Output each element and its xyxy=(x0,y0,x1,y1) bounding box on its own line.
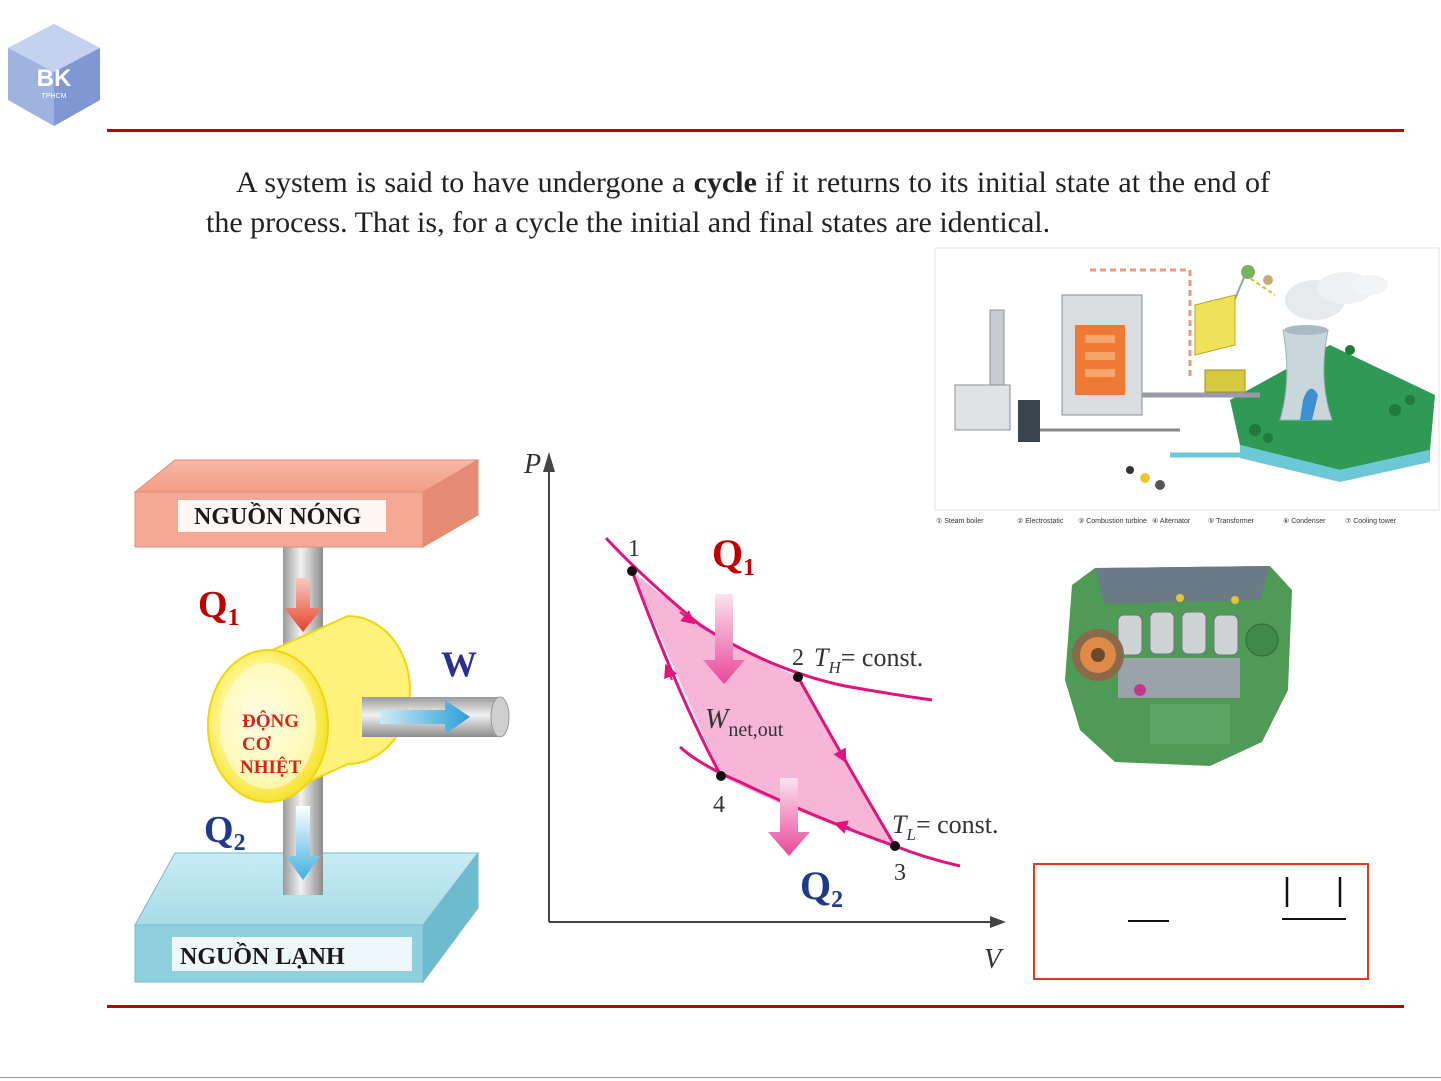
bk-logo: BK TPHCM xyxy=(8,24,100,126)
legend-item-5: ⑤ Transformer xyxy=(1208,517,1255,525)
efficiency-formula-box xyxy=(1033,863,1369,980)
logo-text: BK xyxy=(37,65,72,92)
hot-source-label: NGUỒN NÓNG xyxy=(194,503,362,530)
state-label-4: 4 xyxy=(713,792,725,818)
engine-q1-label: Q1 xyxy=(198,584,240,631)
q2-down-arrow xyxy=(286,806,320,880)
intro-before: A system is said to have undergone a xyxy=(236,166,694,199)
adiabat-right xyxy=(796,676,897,847)
heat-engine-diagram: NGUỒN LẠNH NGUỒN NÓNG ĐỘNG CƠ NHIỆT xyxy=(133,459,510,984)
engine-block-illustration xyxy=(1065,566,1292,766)
isotherm-th xyxy=(604,536,933,702)
state-label-3: 3 xyxy=(894,860,906,886)
pv-q1-arrow xyxy=(703,594,745,684)
intro-paragraph: A system is said to have undergone a cyc… xyxy=(206,163,1270,242)
th-const-label: TH= const. xyxy=(814,643,923,677)
heat-engine-cylinder: ĐỘNG CƠ NHIỆT xyxy=(207,614,411,803)
pv-q2-arrow xyxy=(768,778,810,856)
cold-source-label: NGUỒN LẠNH xyxy=(180,943,345,970)
wnet-label: Wnet,out xyxy=(705,704,784,741)
axis-v-label: V xyxy=(984,944,1004,975)
isotherm-tl xyxy=(678,745,961,868)
cycle-area xyxy=(632,571,895,846)
engine-label-line3: NHIỆT xyxy=(240,756,302,778)
legend-item-6: ⑥ Condenser xyxy=(1283,517,1326,525)
intro-bold-cycle: cycle xyxy=(693,166,757,199)
state-point-2 xyxy=(793,672,803,682)
legend-item-3: ③ Combustion turbine xyxy=(1078,517,1147,525)
engine-label-line1: ĐỘNG xyxy=(242,710,299,732)
tl-const-label: TL= const. xyxy=(892,810,998,844)
top-divider xyxy=(107,129,1404,132)
engine-work-label: W xyxy=(441,644,477,684)
state-point-1 xyxy=(627,566,637,576)
pv-q2-label: Q2 xyxy=(800,863,843,913)
work-arrow xyxy=(380,700,470,734)
state-label-1: 1 xyxy=(628,536,640,562)
q1-down-arrow xyxy=(284,578,322,632)
pv-diagram: P V 1 2 3 4 Q1 Q2 Wnet,out TH= const. TL… xyxy=(523,449,1006,975)
axis-p-label: P xyxy=(523,449,541,480)
pv-q1-label: Q1 xyxy=(712,531,755,581)
bottom-divider xyxy=(107,1005,1404,1008)
legend-item-4: ④ Alternator xyxy=(1152,517,1191,525)
state-label-2: 2 xyxy=(792,645,804,671)
legend-item-7: ⑦ Cooling tower xyxy=(1345,517,1397,525)
state-point-4 xyxy=(716,771,726,781)
logo-subtext: TPHCM xyxy=(42,93,67,100)
formula-fraction-marks xyxy=(1128,877,1346,922)
engine-label-line2: CƠ xyxy=(242,734,272,755)
legend-item-1: ① Steam boiler xyxy=(936,517,984,525)
engine-q2-label: Q2 xyxy=(204,809,246,856)
hot-source-block: NGUỒN NÓNG xyxy=(133,459,480,548)
adiabat-left xyxy=(630,570,723,777)
footer-line xyxy=(0,1077,1441,1078)
state-point-3 xyxy=(890,841,900,851)
power-plant-illustration: ① Steam boiler ② Electrostatic ③ Combust… xyxy=(934,247,1440,525)
legend-item-2: ② Electrostatic xyxy=(1017,517,1064,525)
intro-after: if it returns to its initial state at th… xyxy=(206,166,1270,239)
